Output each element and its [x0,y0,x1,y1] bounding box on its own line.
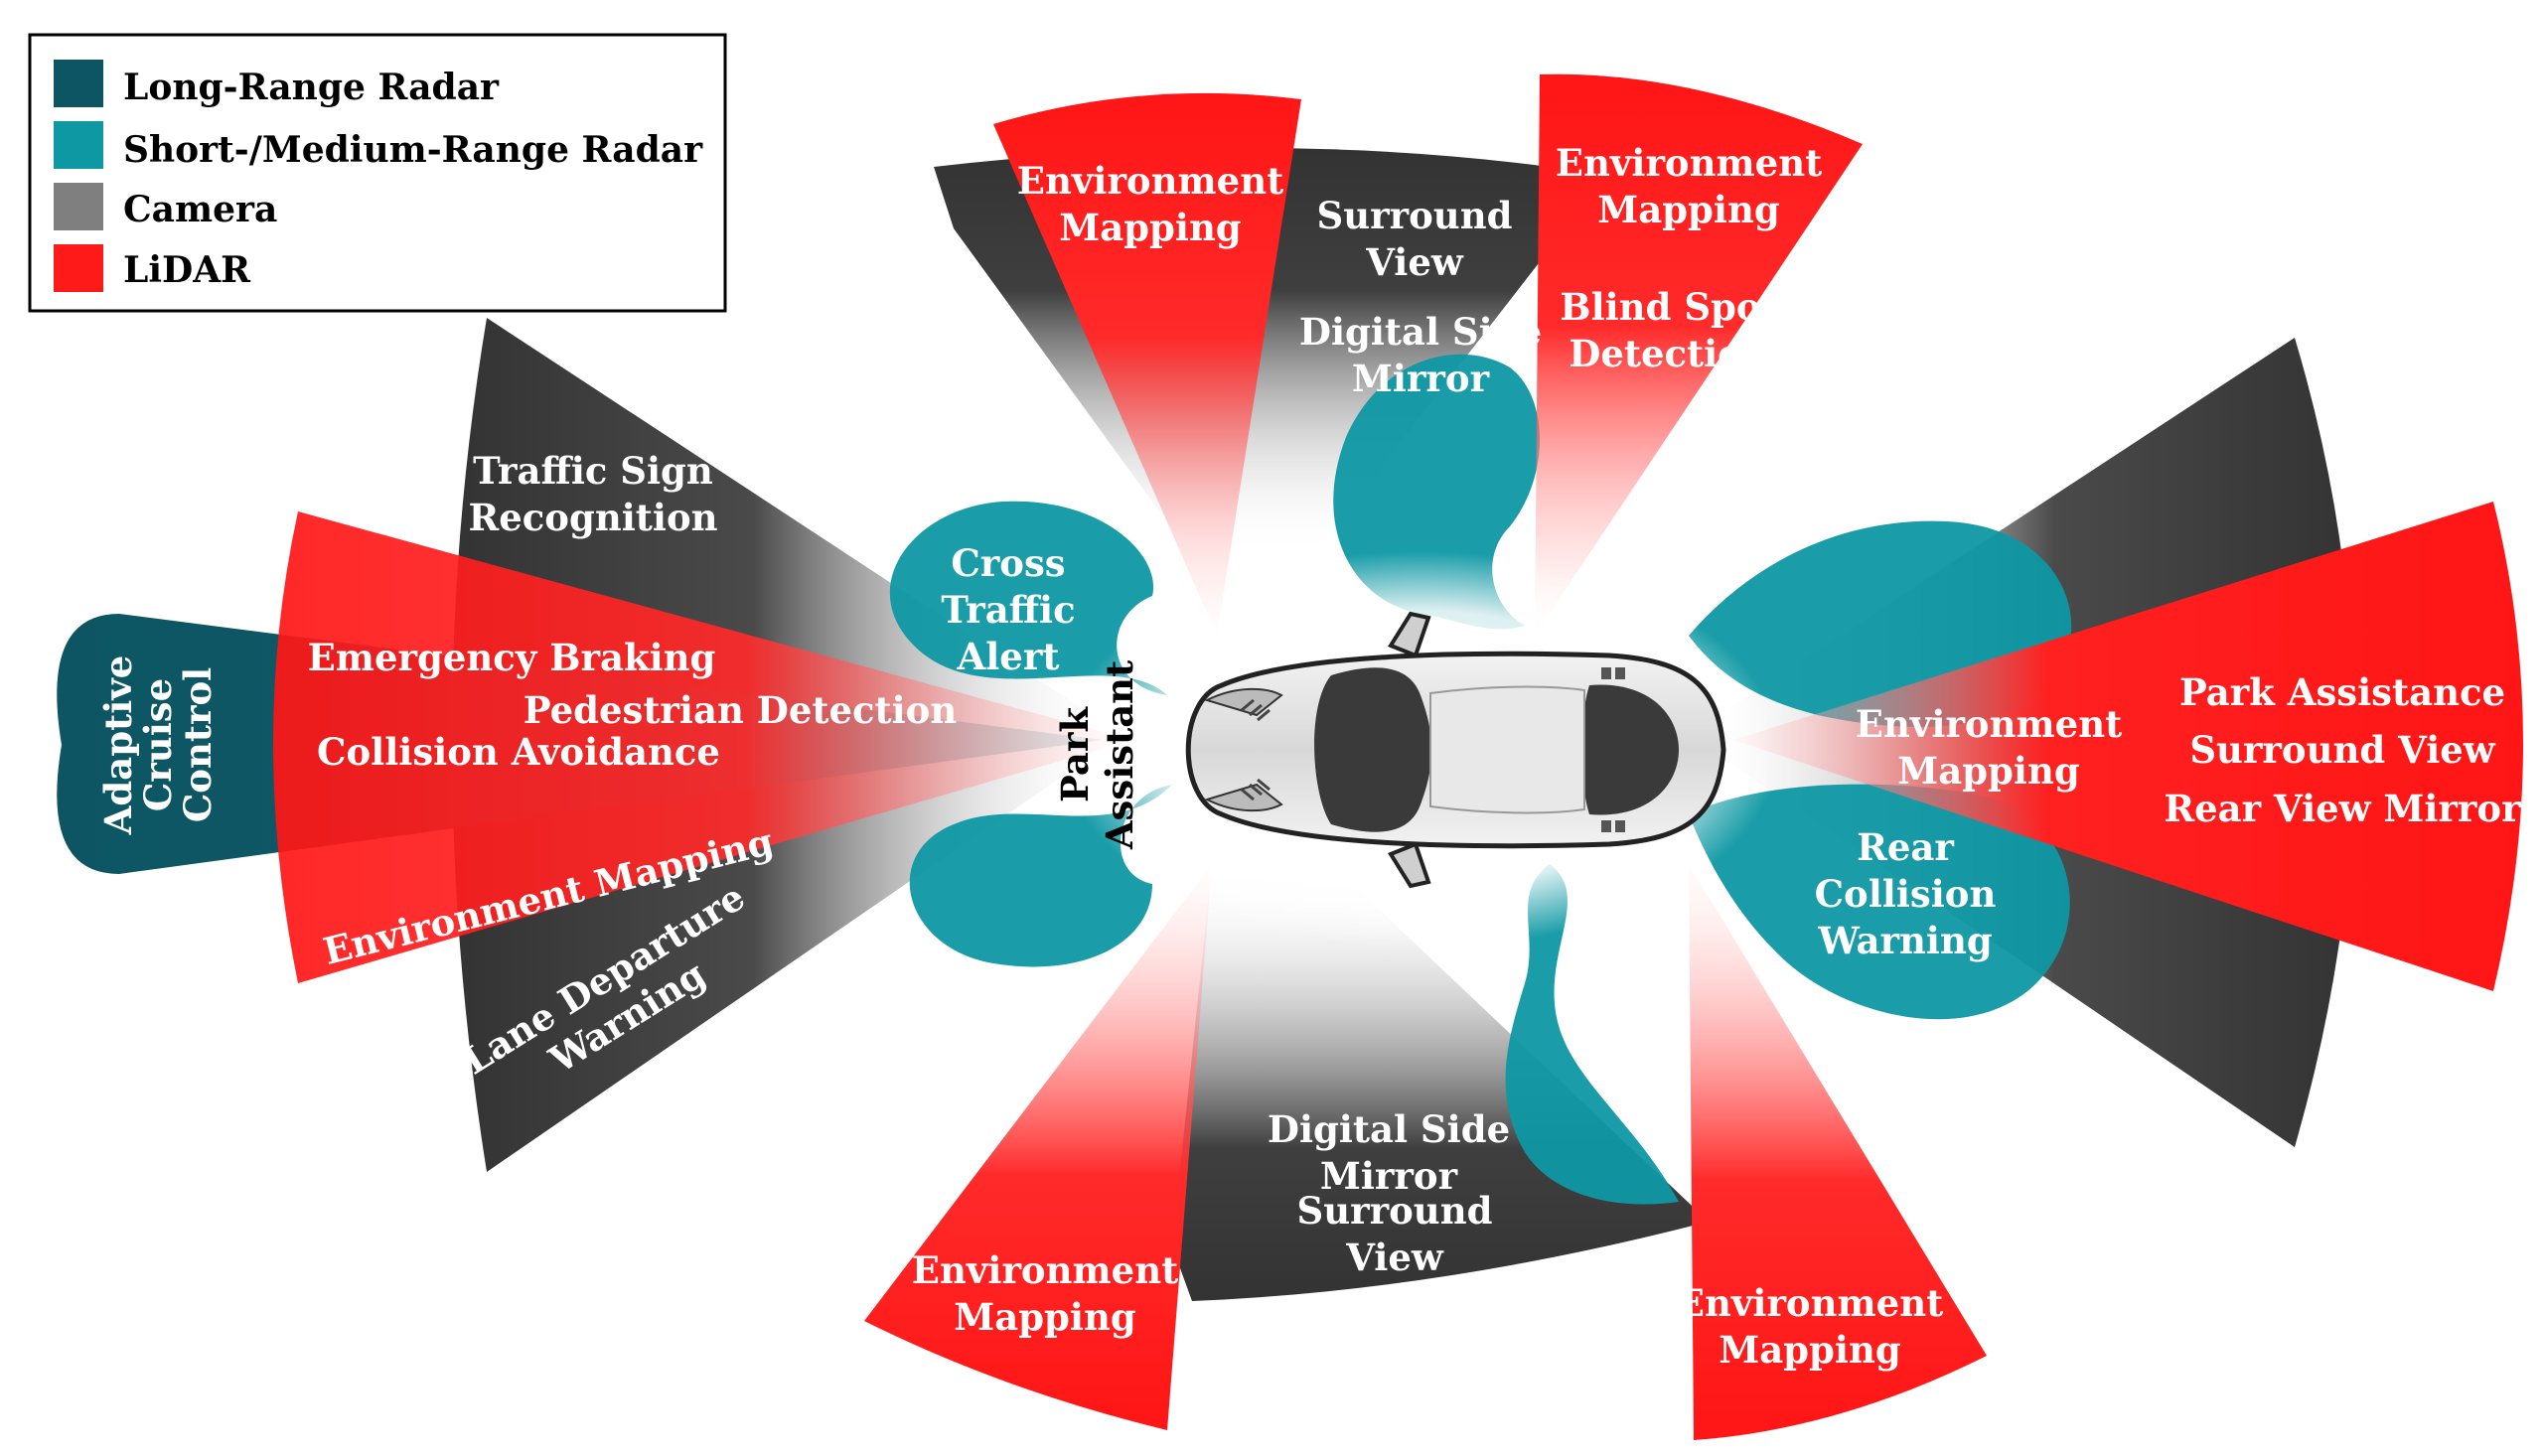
smr-radar-front-upper [889,501,1167,695]
label-environment-mapping-bottom-right: Environment Mapping [1677,1281,1943,1372]
svg-text:Environment: Environment [1677,1281,1943,1325]
svg-text:Blind Spot: Blind Spot [1560,285,1777,329]
label-park-assistance: Park Assistance [2179,670,2505,714]
svg-text:Traffic: Traffic [941,588,1075,632]
smr-radar-rear-lower [1689,784,2070,1020]
label-pedestrian-detection: Pedestrian Detection [524,688,958,732]
svg-text:Short-/Medium-Range Radar: Short-/Medium-Range Radar [123,129,703,171]
svg-text:Surround: Surround [1317,194,1513,237]
lidar-cone-bottom-left [864,864,1212,1430]
label-rear-view-mirror: Rear View Mirror [2164,787,2521,830]
svg-text:Surround: Surround [1297,1189,1493,1233]
label-environment-mapping-top-right: Environment Mapping [1556,141,1822,231]
legend-swatch [54,244,103,292]
lidar-cone-rear [1733,502,2523,991]
svg-text:Environment: Environment [1017,159,1283,203]
label-emergency-braking: Emergency Braking [308,636,716,679]
label-blind-spot-detection: Blind Spot Detection [1560,285,1777,375]
svg-text:Mirror: Mirror [1320,1154,1458,1198]
legend-swatch [54,121,103,169]
label-traffic-sign-recognition: Traffic Sign Recognition [468,449,717,539]
svg-text:Environment: Environment [1856,702,2122,746]
svg-text:Cross: Cross [951,541,1065,585]
svg-text:LiDAR: LiDAR [123,249,251,291]
svg-text:Detection: Detection [1569,332,1769,375]
svg-text:Recognition: Recognition [468,496,717,539]
svg-text:Mapping: Mapping [1897,749,2080,793]
label-collision-avoidance: Collision Avoidance [317,730,720,774]
svg-text:View: View [1365,240,1464,284]
label-park-assistant: Park Assistant [1053,660,1141,850]
lidar-cone-top-right [1535,73,1863,636]
label-environment-mapping-top-left: Environment Mapping [1017,159,1283,249]
svg-text:Traffic Sign: Traffic Sign [473,449,713,493]
svg-text:Cruise: Cruise [136,678,180,811]
label-surround-view-bottom: Surround View [1297,1189,1493,1279]
smr-radar-bottom-right [1505,864,1679,1205]
svg-text:Control: Control [176,667,220,822]
svg-text:Rear: Rear [1857,825,1954,869]
svg-text:Long-Range Radar: Long-Range Radar [123,67,500,108]
label-cross-traffic-alert: Cross Traffic Alert [941,541,1075,678]
svg-text:Adaptive: Adaptive [96,655,140,836]
svg-text:View: View [1345,1236,1444,1279]
svg-text:Camera: Camera [123,189,277,230]
label-surround-view-rear: Surround View [2189,728,2495,772]
label-rear-collision-warning: Rear Collision Warning [1815,825,1997,962]
lidar-cone-bottom-right [1689,864,1987,1440]
svg-text:Mapping: Mapping [1059,206,1242,249]
svg-text:Park: Park [1053,706,1097,802]
svg-text:Alert: Alert [957,635,1060,678]
svg-text:Digital Side: Digital Side [1299,310,1542,354]
svg-text:Mapping: Mapping [954,1295,1136,1339]
label-digital-side-mirror-bottom: Digital Side Mirror [1268,1107,1510,1198]
legend-item-camera: Camera [54,183,277,230]
svg-text:Digital Side: Digital Side [1268,1107,1510,1151]
legend-swatch [54,60,103,107]
svg-text:Collision: Collision [1815,872,1997,916]
svg-text:Mapping: Mapping [1719,1328,1901,1372]
label-environment-mapping-bottom-left: Environment Mapping [912,1248,1178,1339]
label-surround-view-top: Surround View [1317,194,1513,284]
lidar-cone-front [273,511,1132,983]
car-top-view [1185,611,1726,889]
legend-swatch [54,183,103,230]
legend-item-lidar: LiDAR [54,244,251,292]
svg-text:Environment: Environment [1556,141,1822,185]
svg-text:Assistant: Assistant [1098,660,1141,850]
label-adaptive-cruise-control: Adaptive Cruise Control [96,655,220,836]
svg-text:Warning: Warning [1817,919,1993,962]
lidar-cone-top-left [993,92,1301,637]
svg-text:Mapping: Mapping [1597,188,1780,231]
svg-text:Mirror: Mirror [1352,357,1490,400]
svg-text:Environment: Environment [912,1248,1178,1292]
legend-item-long-range-radar: Long-Range Radar [54,60,500,108]
legend-item-short-medium-range-radar: Short-/Medium-Range Radar [54,121,703,171]
label-environment-mapping-rear: Environment Mapping [1856,702,2122,793]
legend: Long-Range Radar Short-/Medium-Range Rad… [28,33,727,313]
camera-cone-bottom [1172,864,1709,1301]
label-digital-side-mirror-top: Digital Side Mirror [1299,310,1542,400]
